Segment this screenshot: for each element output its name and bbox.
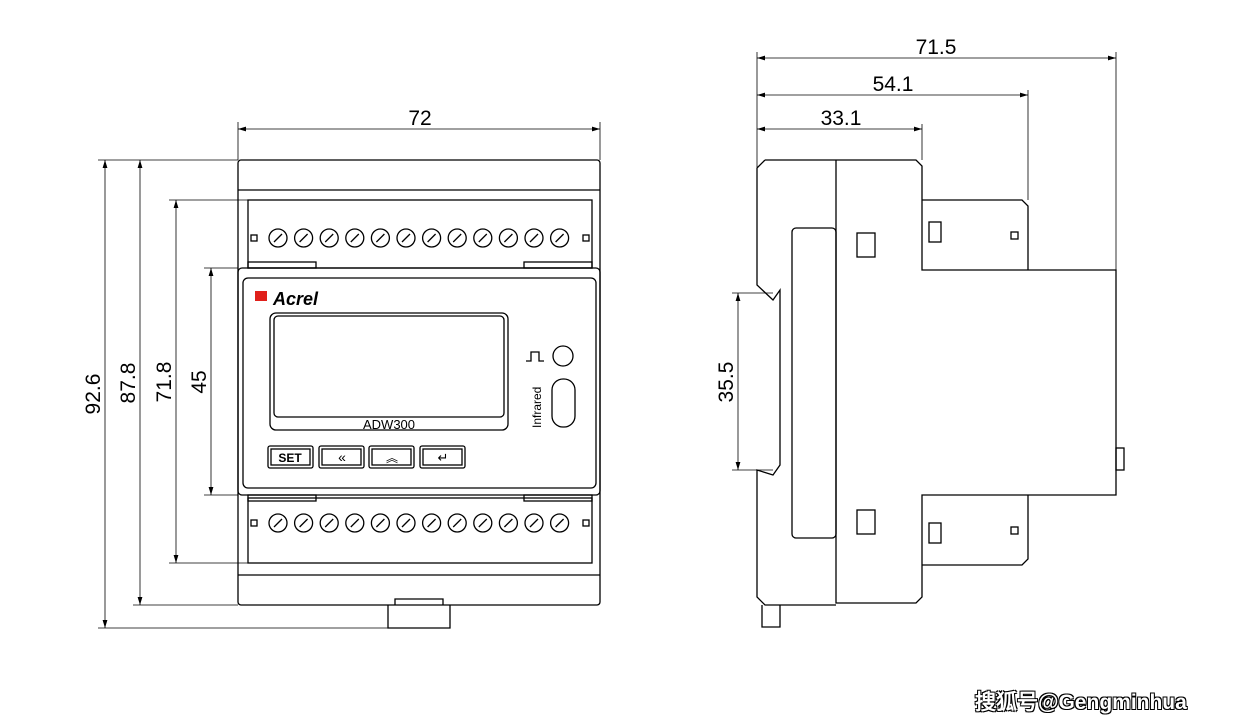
dim-total-depth: 71.5 <box>916 36 957 59</box>
screw-slot <box>299 518 309 528</box>
terminal-screw <box>549 228 570 248</box>
screw-slot <box>452 233 462 243</box>
screw-slot <box>273 233 283 243</box>
dim-total-height: 92.6 <box>82 374 105 415</box>
screw-slot <box>350 518 360 528</box>
screw-slot <box>350 233 360 243</box>
screw-slot <box>427 233 437 243</box>
terminal-marker <box>582 519 590 527</box>
enter-button[interactable]: ↵ <box>419 445 466 469</box>
terminal-screw <box>345 513 365 533</box>
screw-slot <box>427 518 437 528</box>
lcd-display <box>273 315 505 418</box>
terminal-marker <box>582 234 590 242</box>
dim-din-rail: 35.5 <box>715 362 738 403</box>
top-terminals <box>250 228 590 248</box>
side-terminal-blocks <box>922 199 1029 566</box>
terminal-screw <box>447 513 467 533</box>
screw-slot <box>555 518 565 528</box>
infrared-label: Infrared <box>530 387 544 428</box>
screw-slot <box>555 233 565 243</box>
terminal-screw <box>498 513 519 533</box>
terminal-marker <box>250 519 258 527</box>
up-button[interactable]: ︽ <box>368 445 415 469</box>
dim-body-height: 87.8 <box>117 363 140 404</box>
screw-slot <box>452 518 462 528</box>
svg-text:↵: ↵ <box>438 450 449 465</box>
terminal-screw <box>293 513 314 533</box>
screw-slot <box>375 518 385 528</box>
side-body-outline <box>756 159 1117 606</box>
screw-slot <box>529 233 539 243</box>
terminal-screw <box>370 513 391 533</box>
dim-width: 72 <box>408 107 431 130</box>
terminal-screw <box>421 513 442 533</box>
terminal-screw <box>447 228 467 248</box>
dim-terminal-height: 71.8 <box>153 362 176 403</box>
svg-text:︽: ︽ <box>386 451 398 465</box>
screw-slot <box>401 233 411 243</box>
set-button[interactable]: SET <box>267 445 314 469</box>
terminal-screw <box>549 513 570 533</box>
acrel-logo: Acrel <box>255 289 319 309</box>
dim-panel-height: 45 <box>188 370 211 393</box>
side-recess <box>791 227 837 539</box>
terminal-screw <box>319 513 339 533</box>
model-label: ADW300 <box>363 417 415 432</box>
terminal-screw <box>524 513 544 533</box>
screw-slot <box>503 518 513 528</box>
screw-slot <box>503 233 513 243</box>
screw-slot <box>324 518 334 528</box>
terminal-screw <box>293 228 314 248</box>
front-body-outline <box>237 159 601 606</box>
left-button[interactable]: « <box>318 445 365 469</box>
screw-slot <box>299 233 309 243</box>
top-terminal-block <box>247 199 593 269</box>
screw-slot <box>375 233 385 243</box>
terminal-screw <box>345 228 365 248</box>
din-clip <box>387 598 451 629</box>
watermark: 搜狐号@Gengminhua <box>975 691 1187 714</box>
terminal-screw <box>473 513 493 533</box>
terminal-screw <box>268 513 288 533</box>
dim-depth-mid: 54.1 <box>873 73 914 96</box>
dim-depth-front: 33.1 <box>821 107 862 130</box>
brand-logo-text: Acrel <box>272 289 319 309</box>
side-view <box>756 159 1125 628</box>
screw-slot <box>273 518 283 528</box>
front-view: Acrel ADW300 Infrared SET « ︽ ↵ <box>237 159 601 629</box>
terminal-marker <box>250 234 258 242</box>
screw-slot <box>478 233 488 243</box>
infrared-port <box>551 378 576 428</box>
screw-slot <box>324 233 334 243</box>
screw-slot <box>478 518 488 528</box>
pulse-icon <box>526 351 544 362</box>
bottom-terminal-block <box>247 497 593 564</box>
screw-slot <box>401 518 411 528</box>
side-dimensions: 71.5 54.1 33.1 35.5 <box>715 36 1117 471</box>
pulse-led <box>552 345 574 367</box>
front-dimensions: 72 92.6 87.8 71.8 45 <box>82 107 601 629</box>
terminal-screw <box>396 228 416 248</box>
bottom-terminals <box>250 513 590 533</box>
terminal-screw <box>498 228 519 248</box>
terminal-screw <box>473 228 493 248</box>
terminal-screw <box>370 228 391 248</box>
front-panel-inner <box>242 277 597 489</box>
lcd-display-frame <box>269 312 509 431</box>
terminal-screw <box>268 228 288 248</box>
terminal-screw <box>421 228 442 248</box>
screw-slot <box>529 518 539 528</box>
terminal-screw <box>524 228 544 248</box>
terminal-screw <box>396 513 416 533</box>
svg-text:«: « <box>338 449 346 465</box>
terminal-screw <box>319 228 339 248</box>
svg-text:SET: SET <box>278 451 302 465</box>
front-panel <box>237 267 601 496</box>
